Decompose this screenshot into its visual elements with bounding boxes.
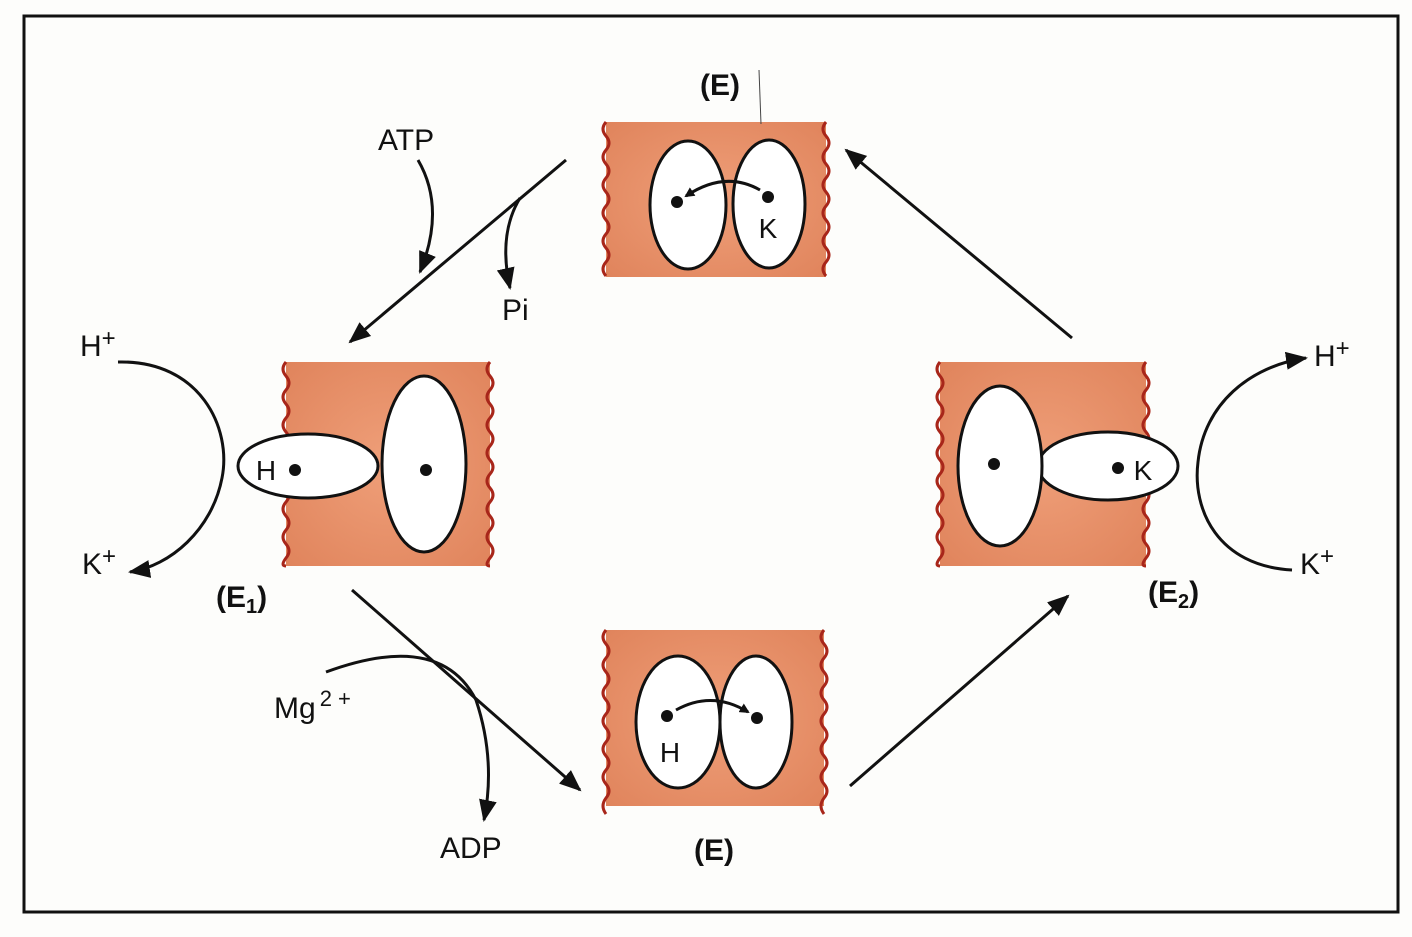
state-label-e-bottom: (E) xyxy=(694,834,734,867)
h-plus-left-label: H+ xyxy=(80,325,116,363)
k-ion-label-e2: K xyxy=(1134,455,1153,486)
k-h-exchange-arrow-right xyxy=(1195,351,1308,572)
pi-arrow xyxy=(496,197,522,290)
h-ion-label-bottom: H xyxy=(660,737,680,768)
figure-frame xyxy=(22,14,1400,914)
h-plus-right-label: H+ xyxy=(1314,335,1350,373)
membrane-block-top: K xyxy=(601,121,831,277)
k-plus-right-label: K+ xyxy=(1300,543,1334,581)
leader-line xyxy=(758,69,762,125)
membrane-block-bottom: H xyxy=(601,629,829,815)
adp-label: ADP xyxy=(440,832,502,865)
h-ion-label-e1: H xyxy=(256,455,276,486)
h-k-exchange-arrow-left xyxy=(117,360,226,578)
mg-adp-arrow xyxy=(325,654,497,822)
membrane-block-e1: H xyxy=(236,361,495,568)
membrane-block-e2: K xyxy=(935,361,1180,568)
k-ion-label-top: K xyxy=(759,213,778,244)
k-plus-left-label: K+ xyxy=(82,543,116,581)
atp-arrow xyxy=(416,159,436,274)
pi-label: Pi xyxy=(502,294,529,327)
arrow-e2-to-e xyxy=(844,148,1073,340)
atp-label: ATP xyxy=(378,124,434,157)
state-label-e2: (E2) xyxy=(1148,576,1199,613)
state-label-e-top: (E) xyxy=(700,69,740,102)
arrow-e-to-e2 xyxy=(849,594,1070,788)
arrow-e-to-e1 xyxy=(348,158,567,344)
state-label-e1: (E1) xyxy=(216,581,267,618)
arrow-e1-to-e xyxy=(351,588,582,792)
